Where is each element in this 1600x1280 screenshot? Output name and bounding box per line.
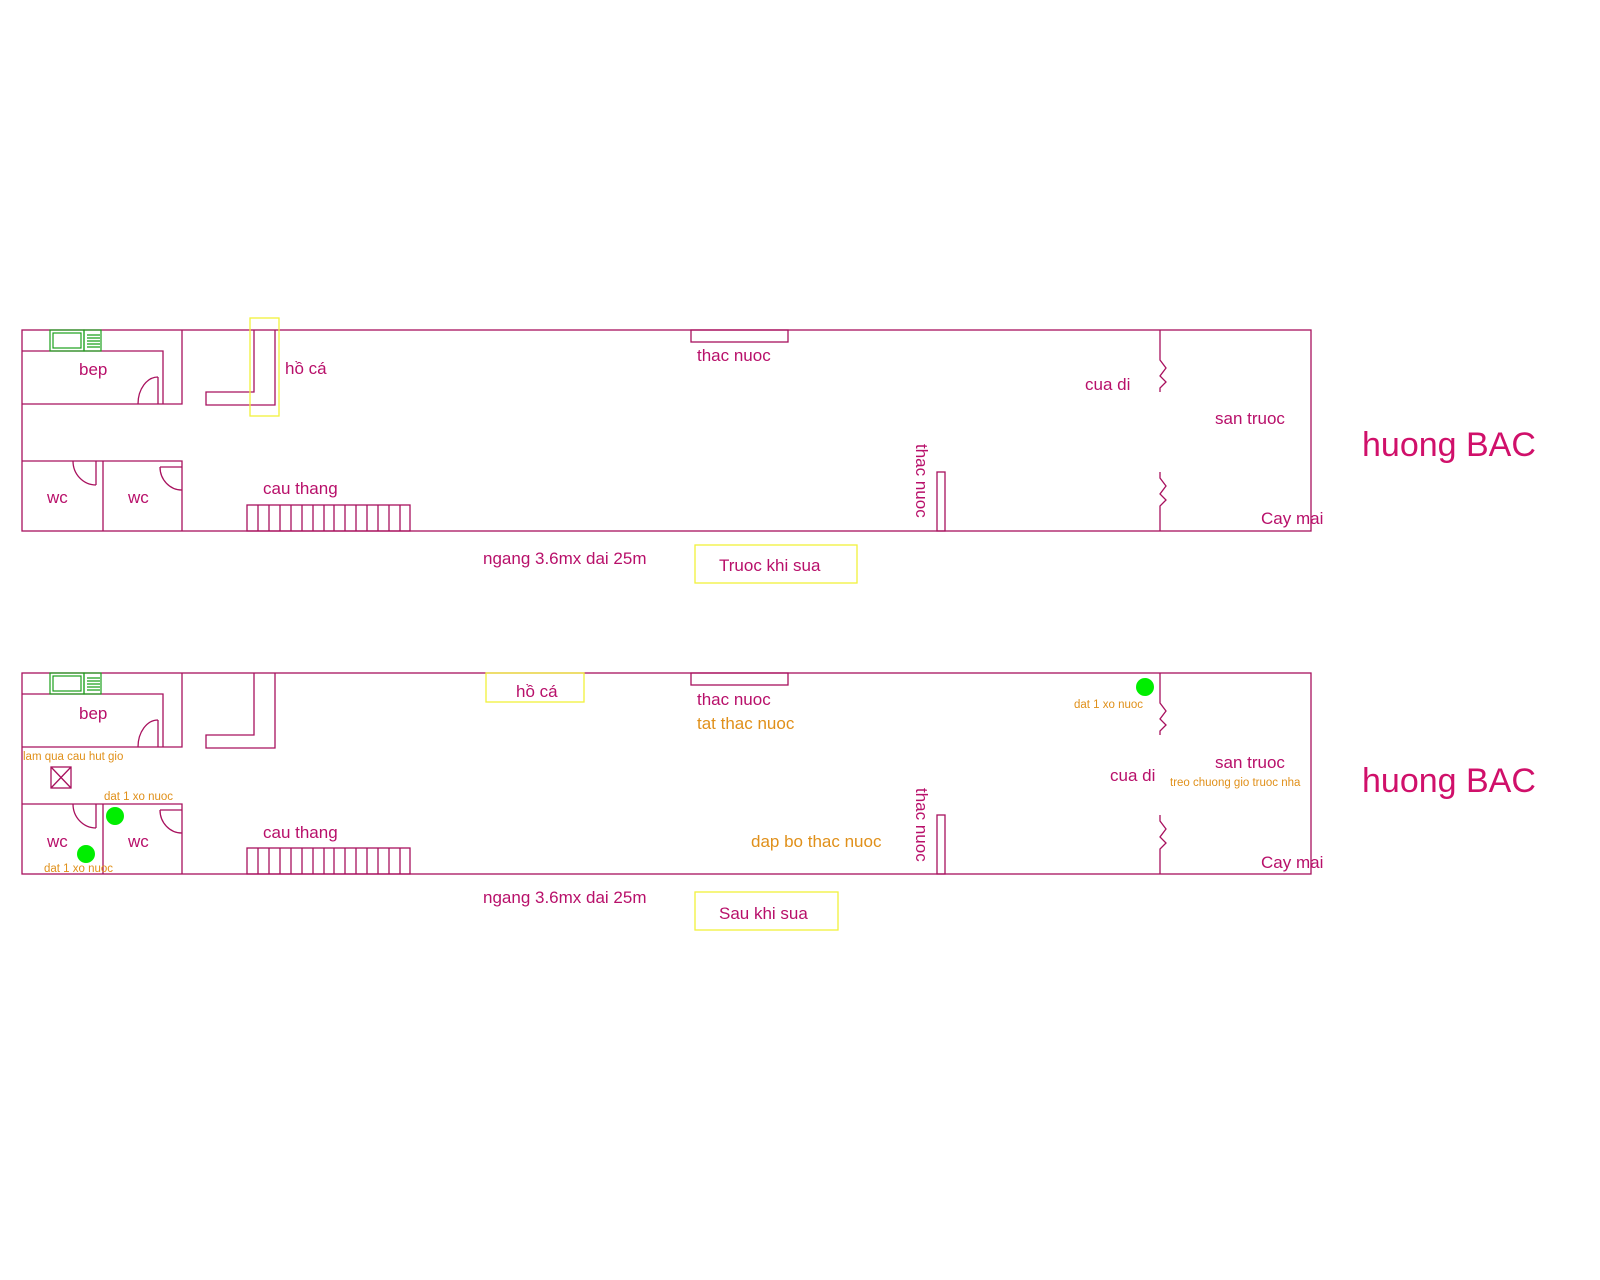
label-bep: bep [79, 360, 107, 379]
caption-label: Truoc khi sua [719, 556, 821, 575]
label-thac-nuoc-side: thac nuoc [912, 444, 931, 518]
north-direction-label: huong BAC [1362, 426, 1536, 464]
label-cau-thang: cau thang [263, 823, 338, 842]
caption-box [694, 544, 858, 584]
label-wc2: wc [127, 832, 149, 851]
label-ho-ca: hồ cá [516, 682, 558, 701]
caption-label: Sau khi sua [719, 904, 808, 923]
label-wc2: wc [127, 488, 149, 507]
note-dap-bo: dap bo thac nuoc [751, 832, 882, 851]
note-xo-nuoc: dat 1 xo nuoc [1074, 699, 1143, 711]
label-wc1: wc [46, 488, 68, 507]
label-san-truoc: san truoc [1215, 409, 1285, 428]
water-bowl-marker [77, 845, 95, 863]
label-san-truoc: san truoc [1215, 753, 1285, 772]
plan-after: bep wc wc hồ cá thac nuoc tat thac nuoc … [21, 672, 1536, 931]
exhaust-fan-icon [50, 766, 72, 789]
label-cau-thang: cau thang [263, 479, 338, 498]
note-xo-nuoc: dat 1 xo nuoc [44, 863, 113, 875]
note-treo-chuong: treo chuong gio truoc nha [1170, 777, 1301, 789]
water-bowl-marker [1136, 678, 1154, 696]
label-thac-nuoc-top: thac nuoc [697, 690, 771, 709]
dimensions-label: ngang 3.6mx dai 25m [483, 549, 647, 568]
label-cua-di: cua di [1085, 375, 1130, 394]
note-tat-thac-nuoc: tat thac nuoc [697, 714, 795, 733]
label-cay-mai: Cay mai [1261, 853, 1323, 872]
note-hut-gio: lam qua cau hut gio [23, 751, 123, 763]
label-bep: bep [79, 704, 107, 723]
label-cay-mai: Cay mai [1261, 509, 1323, 528]
fish-pond-highlight [249, 317, 280, 417]
label-cua-di: cua di [1110, 766, 1155, 785]
label-ho-ca: hồ cá [285, 359, 327, 378]
dimensions-label: ngang 3.6mx dai 25m [483, 888, 647, 907]
label-wc1: wc [46, 832, 68, 851]
label-thac-nuoc-top: thac nuoc [697, 346, 771, 365]
note-xo-nuoc: dat 1 xo nuoc [104, 791, 173, 803]
label-thac-nuoc-side: thac nuoc [912, 788, 931, 862]
fish-pond-new-highlight [485, 672, 585, 703]
caption-box [694, 891, 839, 931]
water-bowl-marker [106, 807, 124, 825]
north-direction-label: huong BAC [1362, 762, 1536, 800]
plan-before: bep wc wc hồ cá thac nuoc thac nuoc cau … [21, 317, 1536, 584]
